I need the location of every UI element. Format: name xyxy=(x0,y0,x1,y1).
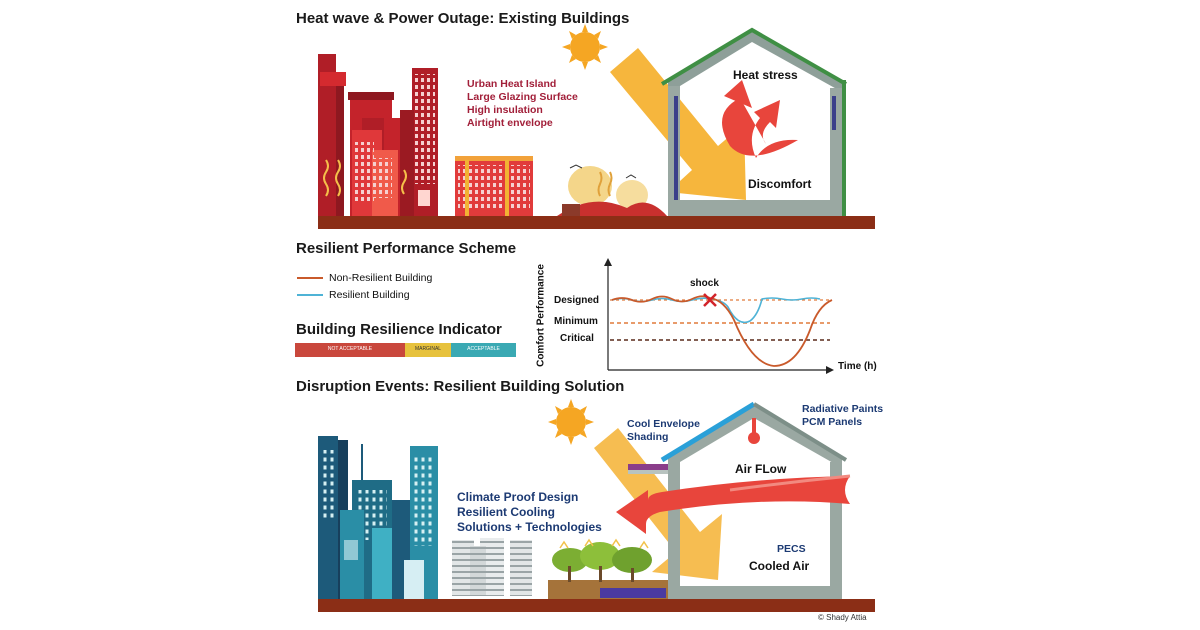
cooled-air-label: Cooled Air xyxy=(749,559,810,573)
house-top xyxy=(660,27,847,216)
cause-large-glazing: Large Glazing Surface xyxy=(467,91,578,103)
credit-label: © Shady Attia xyxy=(818,613,867,622)
envelope-list: Cool Envelope Shading xyxy=(627,418,700,444)
shock-x-icon xyxy=(703,293,717,307)
dry-trees xyxy=(557,164,667,216)
cause-list: Urban Heat Island Large Glazing Surface … xyxy=(467,78,578,130)
solution-climate-proof: Climate Proof Design xyxy=(457,490,579,504)
indicator-label-not-acceptable: NOT ACCEPTABLE xyxy=(327,346,373,352)
sun-bottom-icon xyxy=(548,399,594,445)
indicator-label-acceptable: ACCEPTABLE xyxy=(467,346,500,352)
cause-airtight-envelope: Airtight envelope xyxy=(467,117,553,129)
solutions-list: Climate Proof Design Resilient Cooling S… xyxy=(457,490,602,535)
paint-radiative: Radiative Paints xyxy=(802,403,884,415)
paint-pcm: PCM Panels xyxy=(802,416,863,428)
indicator-marginal xyxy=(405,343,451,357)
indicator-title: Building Resilience Indicator xyxy=(296,321,502,338)
shock-label: shock xyxy=(690,278,719,289)
heat-stress-label: Heat stress xyxy=(733,68,798,82)
discomfort-label: Discomfort xyxy=(748,177,812,191)
sun-top-icon xyxy=(562,24,608,70)
indicator-acceptable xyxy=(451,343,516,357)
performance-graph xyxy=(604,258,834,374)
ground-top xyxy=(318,216,875,229)
envelope-shading: Shading xyxy=(627,431,669,443)
non-resilient-curve xyxy=(611,295,833,367)
indicator-not-acceptable xyxy=(295,343,405,357)
cause-high-insulation: High insulation xyxy=(467,104,543,116)
cause-urban-heat-island: Urban Heat Island xyxy=(467,78,557,90)
x-axis-label: Time (h) xyxy=(838,361,877,372)
legend-non-resilient: Non-Resilient Building xyxy=(329,272,433,284)
y-axis-label: Comfort Performance xyxy=(535,264,547,367)
level-designed: Designed xyxy=(554,295,600,306)
level-minimum: Minimum xyxy=(554,316,598,327)
red-city xyxy=(318,54,438,216)
white-towers xyxy=(452,538,532,596)
bottom-title: Disruption Events: Resilient Building So… xyxy=(296,378,625,395)
low-building-top xyxy=(455,156,533,216)
air-flow-label: Air FLow xyxy=(735,462,787,476)
ground-bottom xyxy=(318,599,875,612)
paints-list: Radiative Paints PCM Panels xyxy=(802,403,883,429)
thermometer-icon xyxy=(748,418,760,444)
heat-swirl-icon xyxy=(722,80,798,158)
teal-city xyxy=(318,436,438,599)
air-flow-arrow xyxy=(616,476,850,534)
solution-technologies: Solutions + Technologies xyxy=(457,520,602,534)
solution-resilient-cooling: Resilient Cooling xyxy=(457,505,556,519)
legend-resilient: Resilient Building xyxy=(329,289,410,301)
pecs-label: PECS xyxy=(777,543,806,555)
level-critical: Critical xyxy=(560,333,594,344)
scheme-title: Resilient Performance Scheme xyxy=(296,240,517,257)
cool-roof xyxy=(660,401,756,463)
indicator-label-marginal: MARGINAL xyxy=(414,346,442,352)
green-trees xyxy=(548,538,668,599)
top-title: Heat wave & Power Outage: Existing Build… xyxy=(296,10,630,27)
envelope-cool: Cool Envelope xyxy=(627,418,700,430)
